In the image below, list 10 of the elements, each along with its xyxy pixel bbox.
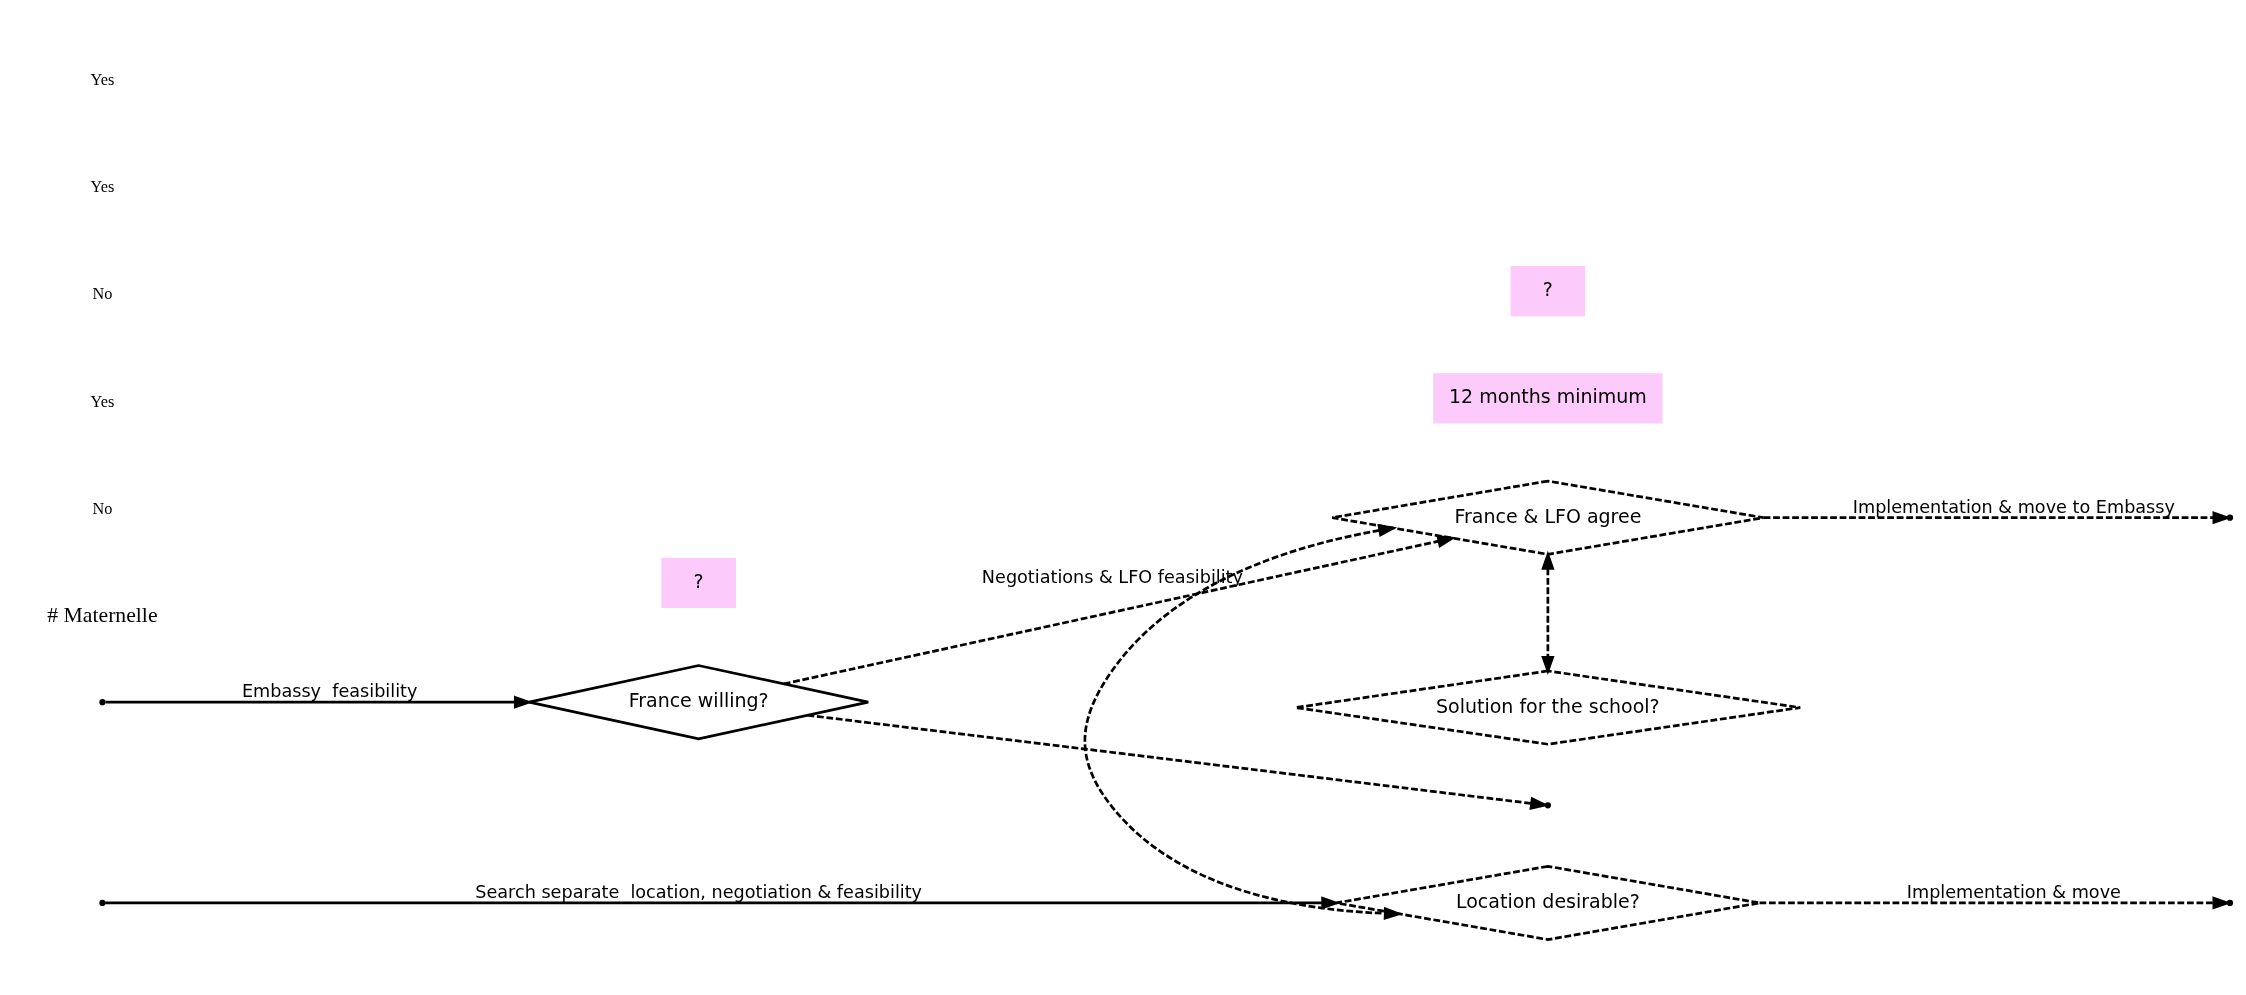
edge-label: Implementation & move to Embassy [1852, 496, 2175, 517]
edge-label: Search separate location, negotiation & feasibility [475, 881, 923, 902]
label: No [92, 284, 113, 303]
label: Yes [90, 392, 115, 411]
label: # Maternelle [47, 602, 158, 627]
label: Yes [90, 177, 115, 196]
label: No [92, 499, 113, 518]
label: Yes [90, 70, 115, 89]
edge-label: Implementation & move [1906, 881, 2121, 902]
edge-label: Embassy feasibility [241, 680, 418, 701]
